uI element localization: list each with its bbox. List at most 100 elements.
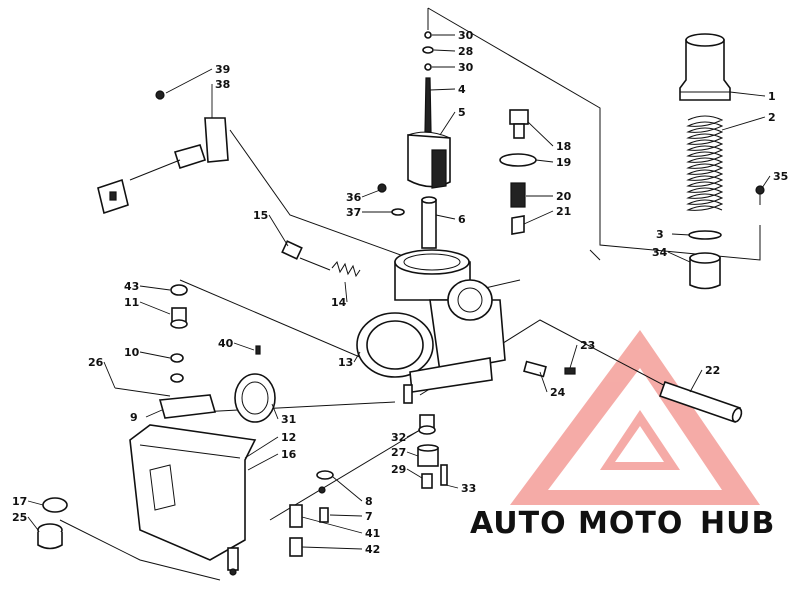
leader-line bbox=[301, 516, 363, 534]
leader-line bbox=[233, 342, 255, 351]
callout-2: 2 bbox=[768, 111, 776, 124]
leader-line bbox=[268, 214, 289, 247]
part-21-jet-holder bbox=[511, 215, 525, 235]
leader-line bbox=[406, 451, 419, 457]
part-7-screws bbox=[318, 486, 329, 523]
leader-line bbox=[406, 468, 423, 479]
leader-line bbox=[361, 189, 381, 198]
leader-line bbox=[332, 476, 363, 502]
part-42-collar bbox=[289, 537, 303, 557]
part-13-carburetor-body bbox=[356, 249, 506, 404]
callout-34: 34 bbox=[652, 246, 668, 259]
leader-line bbox=[247, 453, 279, 471]
leader-line bbox=[729, 91, 766, 97]
part-33-pin bbox=[440, 464, 448, 486]
part-10-oring-upper bbox=[170, 353, 184, 363]
callout-30: 30 bbox=[458, 29, 474, 42]
part-1-cap bbox=[679, 33, 731, 101]
callout-3: 3 bbox=[656, 228, 664, 241]
leader-line bbox=[439, 111, 456, 136]
leader-line bbox=[344, 281, 348, 303]
leader-line bbox=[721, 116, 766, 131]
callout-42: 42 bbox=[365, 543, 380, 556]
part-15-screw bbox=[281, 240, 331, 271]
leader-line bbox=[244, 436, 279, 459]
leader-line bbox=[406, 429, 421, 438]
leader-line bbox=[139, 301, 171, 315]
callout-20: 20 bbox=[556, 190, 572, 203]
part-2-spring bbox=[686, 115, 724, 211]
watermark-logo bbox=[510, 330, 760, 505]
part-30-clip-top bbox=[424, 31, 432, 39]
callout-1: 1 bbox=[768, 90, 776, 103]
callout-11: 11 bbox=[124, 296, 139, 309]
callout-43: 43 bbox=[124, 280, 139, 293]
leader-line bbox=[103, 361, 116, 389]
leader-line bbox=[165, 68, 213, 94]
leader-line bbox=[671, 233, 691, 236]
callout-6: 6 bbox=[458, 213, 466, 226]
watermark-hub: HUB bbox=[700, 506, 775, 541]
part-37-washer bbox=[391, 208, 405, 216]
callout-36: 36 bbox=[346, 191, 362, 204]
leader-line bbox=[139, 351, 171, 359]
callout-41: 41 bbox=[365, 527, 380, 540]
callout-23: 23 bbox=[580, 339, 595, 352]
part-9-float-arm bbox=[158, 394, 217, 419]
leader-line bbox=[527, 121, 554, 147]
part-35-screw bbox=[755, 185, 765, 205]
leader-line bbox=[27, 516, 39, 531]
callout-10: 10 bbox=[124, 346, 140, 359]
callout-8: 8 bbox=[365, 495, 373, 508]
part-29-seat bbox=[421, 473, 433, 489]
leader-lines bbox=[27, 34, 771, 550]
callout-27: 27 bbox=[391, 446, 406, 459]
leader-line bbox=[569, 344, 578, 369]
callout-19: 19 bbox=[556, 156, 571, 169]
callout-39: 39 bbox=[215, 63, 230, 76]
callout-4: 4 bbox=[458, 83, 466, 96]
callout-35: 35 bbox=[773, 170, 788, 183]
part-38-bracket bbox=[97, 90, 229, 215]
callout-25: 25 bbox=[12, 511, 27, 524]
leader-line bbox=[329, 514, 363, 517]
leader-line bbox=[429, 88, 456, 91]
callout-7: 7 bbox=[365, 510, 373, 523]
leader-line bbox=[27, 500, 44, 506]
callout-labels: 1233435302830451819202136376393815144311… bbox=[12, 29, 788, 556]
part-28-washer bbox=[422, 46, 434, 54]
part-19-gasket bbox=[499, 153, 537, 167]
leader-line bbox=[535, 159, 554, 163]
leader-line bbox=[689, 369, 703, 393]
callout-15: 15 bbox=[253, 209, 268, 222]
leader-line bbox=[445, 484, 459, 489]
leader-line bbox=[271, 403, 279, 420]
part-4-needle bbox=[424, 77, 432, 133]
callout-32: 32 bbox=[391, 431, 406, 444]
part-11-valve bbox=[170, 307, 188, 329]
part-32-plug bbox=[418, 414, 436, 435]
leader-line bbox=[761, 175, 771, 189]
part-34-slide bbox=[689, 252, 721, 290]
callout-33: 33 bbox=[461, 482, 476, 495]
callout-21: 21 bbox=[556, 205, 571, 218]
part-23-screw bbox=[564, 367, 576, 375]
part-6-tube bbox=[421, 196, 437, 249]
leader-line bbox=[353, 351, 361, 363]
part-3-washer bbox=[688, 230, 722, 240]
callout-29: 29 bbox=[391, 463, 406, 476]
callout-26: 26 bbox=[88, 356, 104, 369]
part-30-clip-bottom bbox=[424, 63, 432, 71]
leader-line bbox=[539, 371, 548, 393]
leader-line bbox=[301, 546, 363, 550]
callout-16: 16 bbox=[281, 448, 297, 461]
callout-22: 22 bbox=[705, 364, 720, 377]
leader-line bbox=[433, 49, 456, 52]
callout-9: 9 bbox=[130, 411, 138, 424]
part-22-tube bbox=[658, 380, 743, 424]
callout-31: 31 bbox=[281, 413, 296, 426]
callout-24: 24 bbox=[550, 386, 566, 399]
callout-37: 37 bbox=[346, 206, 361, 219]
part-5-throttle-valve bbox=[407, 131, 451, 189]
